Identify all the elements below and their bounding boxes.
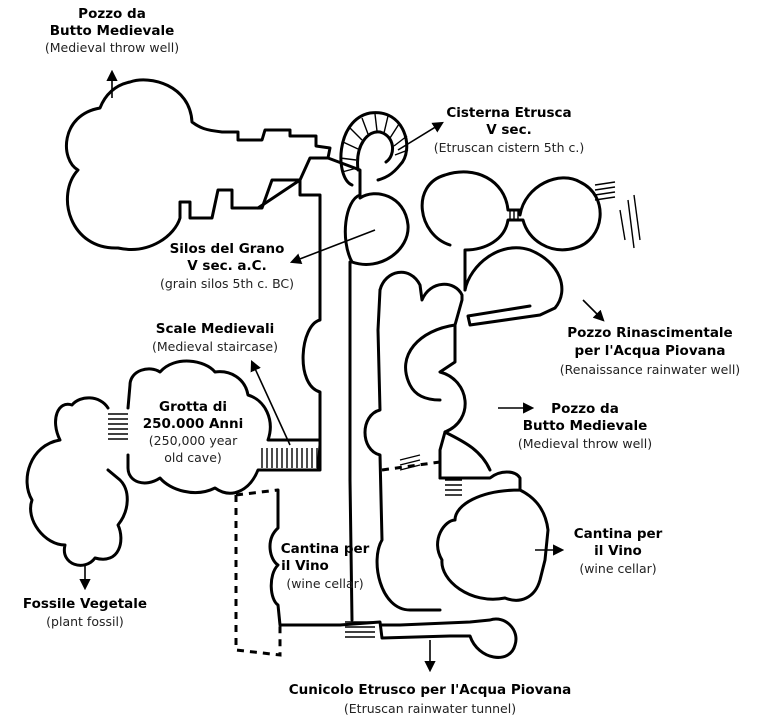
- label-title: Cantina per: [281, 541, 370, 557]
- label-title: Pozzo Rinascimentale: [567, 325, 732, 341]
- silos-round-outline: [350, 192, 410, 266]
- throw-well-chamber-outline: [65, 78, 332, 251]
- label-subtitle: (250,000 year: [149, 433, 238, 448]
- central-left-wall: [256, 178, 322, 472]
- label-subtitle: (wine cellar): [579, 561, 656, 576]
- label-title: per l'Acqua Piovana: [575, 343, 726, 359]
- label-tunnel: Cunicolo Etrusco per l'Acqua Piovana (Et…: [289, 682, 572, 716]
- label-cave: Grotta di 250.000 Anni (250,000 year old…: [143, 399, 244, 465]
- label-silos: Silos del Grano V sec. a.C. (grain silos…: [160, 241, 294, 291]
- right-outer-corridor: [363, 288, 442, 612]
- label-title: Cantina per: [574, 526, 663, 542]
- cistern-outer-outline: [339, 111, 409, 187]
- fossil-chamber-outline: [25, 396, 129, 567]
- grotta-cave-outline: [126, 359, 322, 495]
- central-passage: [256, 178, 410, 622]
- label-title: Butto Medievale: [50, 23, 175, 39]
- cellar-left-wall: [268, 488, 342, 627]
- cellar-stair-hatch: [345, 621, 375, 638]
- arrow-renaissance-well: [582, 299, 605, 322]
- label-subtitle: (Medieval throw well): [518, 436, 652, 451]
- label-subtitle: (Medieval staircase): [152, 339, 278, 354]
- label-title: Cunicolo Etrusco per l'Acqua Piovana: [289, 682, 572, 698]
- silos-chamber-outline: [343, 193, 362, 482]
- arrow-cistern: [397, 121, 444, 151]
- label-stairs: Scale Medievali (Medieval staircase): [152, 321, 278, 354]
- leader-arrows: [79, 69, 605, 673]
- medieval-staircase-hatch: [261, 448, 318, 468]
- label-well-right: Pozzo da Butto Medievale (Medieval throw…: [518, 401, 652, 451]
- label-title: V sec. a.C.: [187, 258, 266, 274]
- label-title: Fossile Vegetale: [23, 596, 147, 612]
- etruscan-cistern: [339, 111, 409, 187]
- label-title: V sec.: [486, 122, 531, 138]
- upper-left-chambers: [65, 78, 362, 251]
- arrow-stairs: [250, 359, 291, 446]
- label-subtitle: (grain silos 5th c. BC): [160, 276, 294, 291]
- right-dashed-link: [381, 460, 441, 472]
- right-mid-stair-hatch: [399, 454, 462, 496]
- label-fossil: Fossile Vegetale (plant fossil): [23, 596, 147, 629]
- labels: Pozzo da Butto Medievale (Medieval throw…: [23, 6, 740, 716]
- right-top-chamber-outline: [420, 170, 602, 292]
- cellar-bottom-wall: [338, 617, 518, 659]
- right-bubble-wall: [443, 430, 492, 472]
- label-title: Grotta di: [159, 399, 227, 415]
- collapsed-passage-dashed: [234, 488, 282, 657]
- right-mid-chamber-b: [404, 323, 457, 402]
- lower-right-chamber-outline: [436, 470, 550, 602]
- staircases: [108, 181, 641, 638]
- label-subtitle: (Etruscan rainwater tunnel): [344, 701, 516, 716]
- label-title: Cisterna Etrusca: [446, 105, 571, 121]
- label-renaissance-well: Pozzo Rinascimentale per l'Acqua Piovana…: [560, 325, 740, 377]
- label-subtitle: (Renaissance rainwater well): [560, 362, 740, 377]
- right-chambers: [363, 170, 602, 612]
- label-subtitle: (Etruscan cistern 5th c.): [434, 140, 584, 155]
- label-title: il Vino: [281, 558, 329, 574]
- label-title: 250.000 Anni: [143, 416, 244, 432]
- label-wine-center: Cantina per il Vino (wine cellar): [281, 541, 370, 591]
- upper-corridor-outline: [326, 156, 362, 197]
- grotta-cave: [126, 359, 322, 495]
- label-title: Pozzo da: [78, 6, 146, 22]
- label-title: Butto Medievale: [523, 418, 648, 434]
- label-subtitle: (Medieval throw well): [45, 40, 179, 55]
- right-mid-chamber-outline: [463, 246, 564, 327]
- cistern-inner-outline: [356, 130, 394, 172]
- fossil-chamber: [25, 396, 129, 567]
- label-subtitle: (wine cellar): [286, 576, 363, 591]
- cistern-ribs: [339, 113, 409, 173]
- arrow-silos: [289, 229, 376, 265]
- label-wine-right: Cantina per il Vino (wine cellar): [574, 526, 663, 576]
- right-top-stair-hatch: [509, 181, 641, 249]
- label-subtitle: old cave): [164, 450, 222, 465]
- label-title: Silos del Grano: [170, 241, 285, 257]
- right-inner-corridor: [378, 270, 467, 480]
- label-cistern: Cisterna Etrusca V sec. (Etruscan cister…: [434, 105, 584, 155]
- label-subtitle: (plant fossil): [46, 614, 124, 629]
- central-right-wall: [348, 478, 354, 622]
- label-well-top-left: Pozzo da Butto Medievale (Medieval throw…: [45, 6, 179, 55]
- center-wine-cellar: [234, 488, 518, 659]
- label-title: il Vino: [594, 543, 642, 559]
- fossil-passage-hatch: [108, 413, 128, 440]
- label-title: Scale Medievali: [156, 321, 275, 337]
- label-title: Pozzo da: [551, 401, 619, 417]
